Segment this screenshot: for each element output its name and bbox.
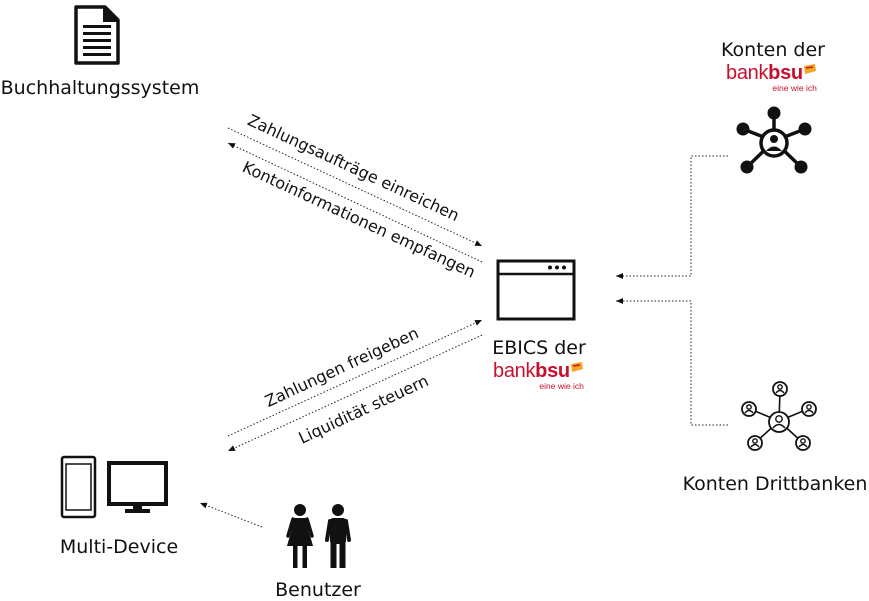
edge-liquidity [227,334,483,452]
ebics-label: EBICS der [492,337,586,359]
network-users-icon [741,381,817,451]
bank-logo-ebics: bankbsu eine wie ich [493,360,584,391]
edge-account-info [227,142,483,263]
bank-logo-accounts: bankbsu eine wie ich [726,62,817,93]
edge-approve-payments [227,319,483,437]
browser-window-icon [496,259,576,321]
document-icon [74,5,120,65]
network-user-icon [736,106,812,174]
bank-accounts-label: Konten der [721,39,825,61]
users-label: Benutzer [275,579,361,601]
edge-users-devices [199,502,263,528]
edge-third-party [616,298,728,426]
devices-label: Multi-Device [59,536,179,558]
edge-bank-accounts [616,155,728,279]
edge-payment-orders [227,127,483,247]
people-icon [286,504,351,568]
node-accounting [60,2,140,112]
phone-monitor-icon [60,455,168,519]
third-party-label: Konten Drittbanken [682,473,868,495]
accounting-label: Buchhaltungssystem [0,77,200,99]
